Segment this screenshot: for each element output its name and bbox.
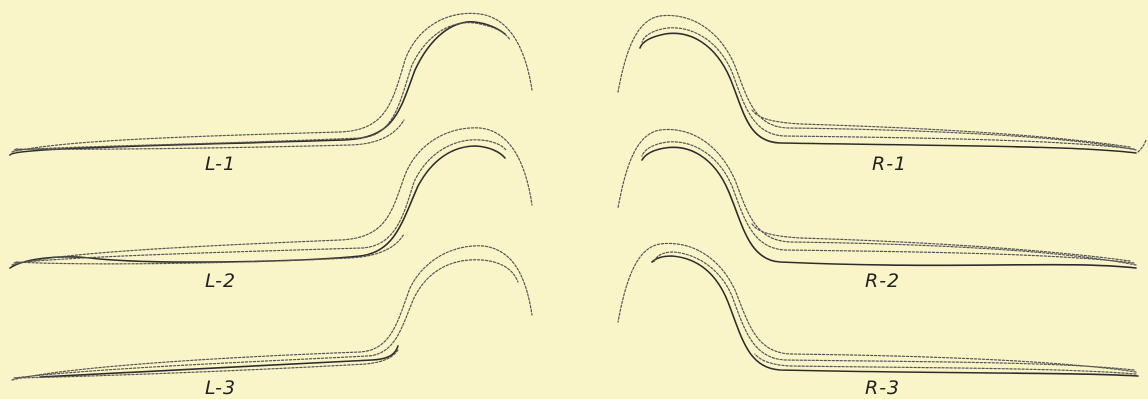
r-1-solid-profile	[640, 33, 1136, 153]
panel-l-3: L-3	[12, 246, 532, 399]
l-3-solid-profile	[40, 346, 398, 377]
l-1-solid-profile	[10, 22, 505, 155]
l-1-dashed-lower	[16, 120, 404, 149]
l-2-solid-profile	[10, 146, 505, 268]
r-1-dashed-inner	[642, 28, 1134, 149]
l-3-dashed-outer	[12, 246, 532, 380]
panel-label-l-1: L-1	[205, 153, 236, 175]
l-3-dashed-inner	[14, 260, 518, 378]
panel-label-r-1: R-1	[872, 153, 907, 175]
panel-label-r-2: R-2	[865, 270, 900, 292]
panel-label-r-3: R-3	[865, 377, 900, 399]
panel-l-2: L-2	[10, 128, 532, 292]
r-2-dashed-outer	[618, 129, 1136, 265]
panel-label-l-2: L-2	[205, 270, 236, 292]
r-1-dashed-outer	[618, 15, 1146, 152]
l-2-dashed-inner	[14, 140, 506, 263]
panel-label-l-3: L-3	[205, 377, 236, 399]
l-1-dashed-inner	[14, 23, 510, 150]
panel-r-1: R-1	[618, 15, 1146, 175]
panel-r-3: R-3	[618, 243, 1138, 399]
